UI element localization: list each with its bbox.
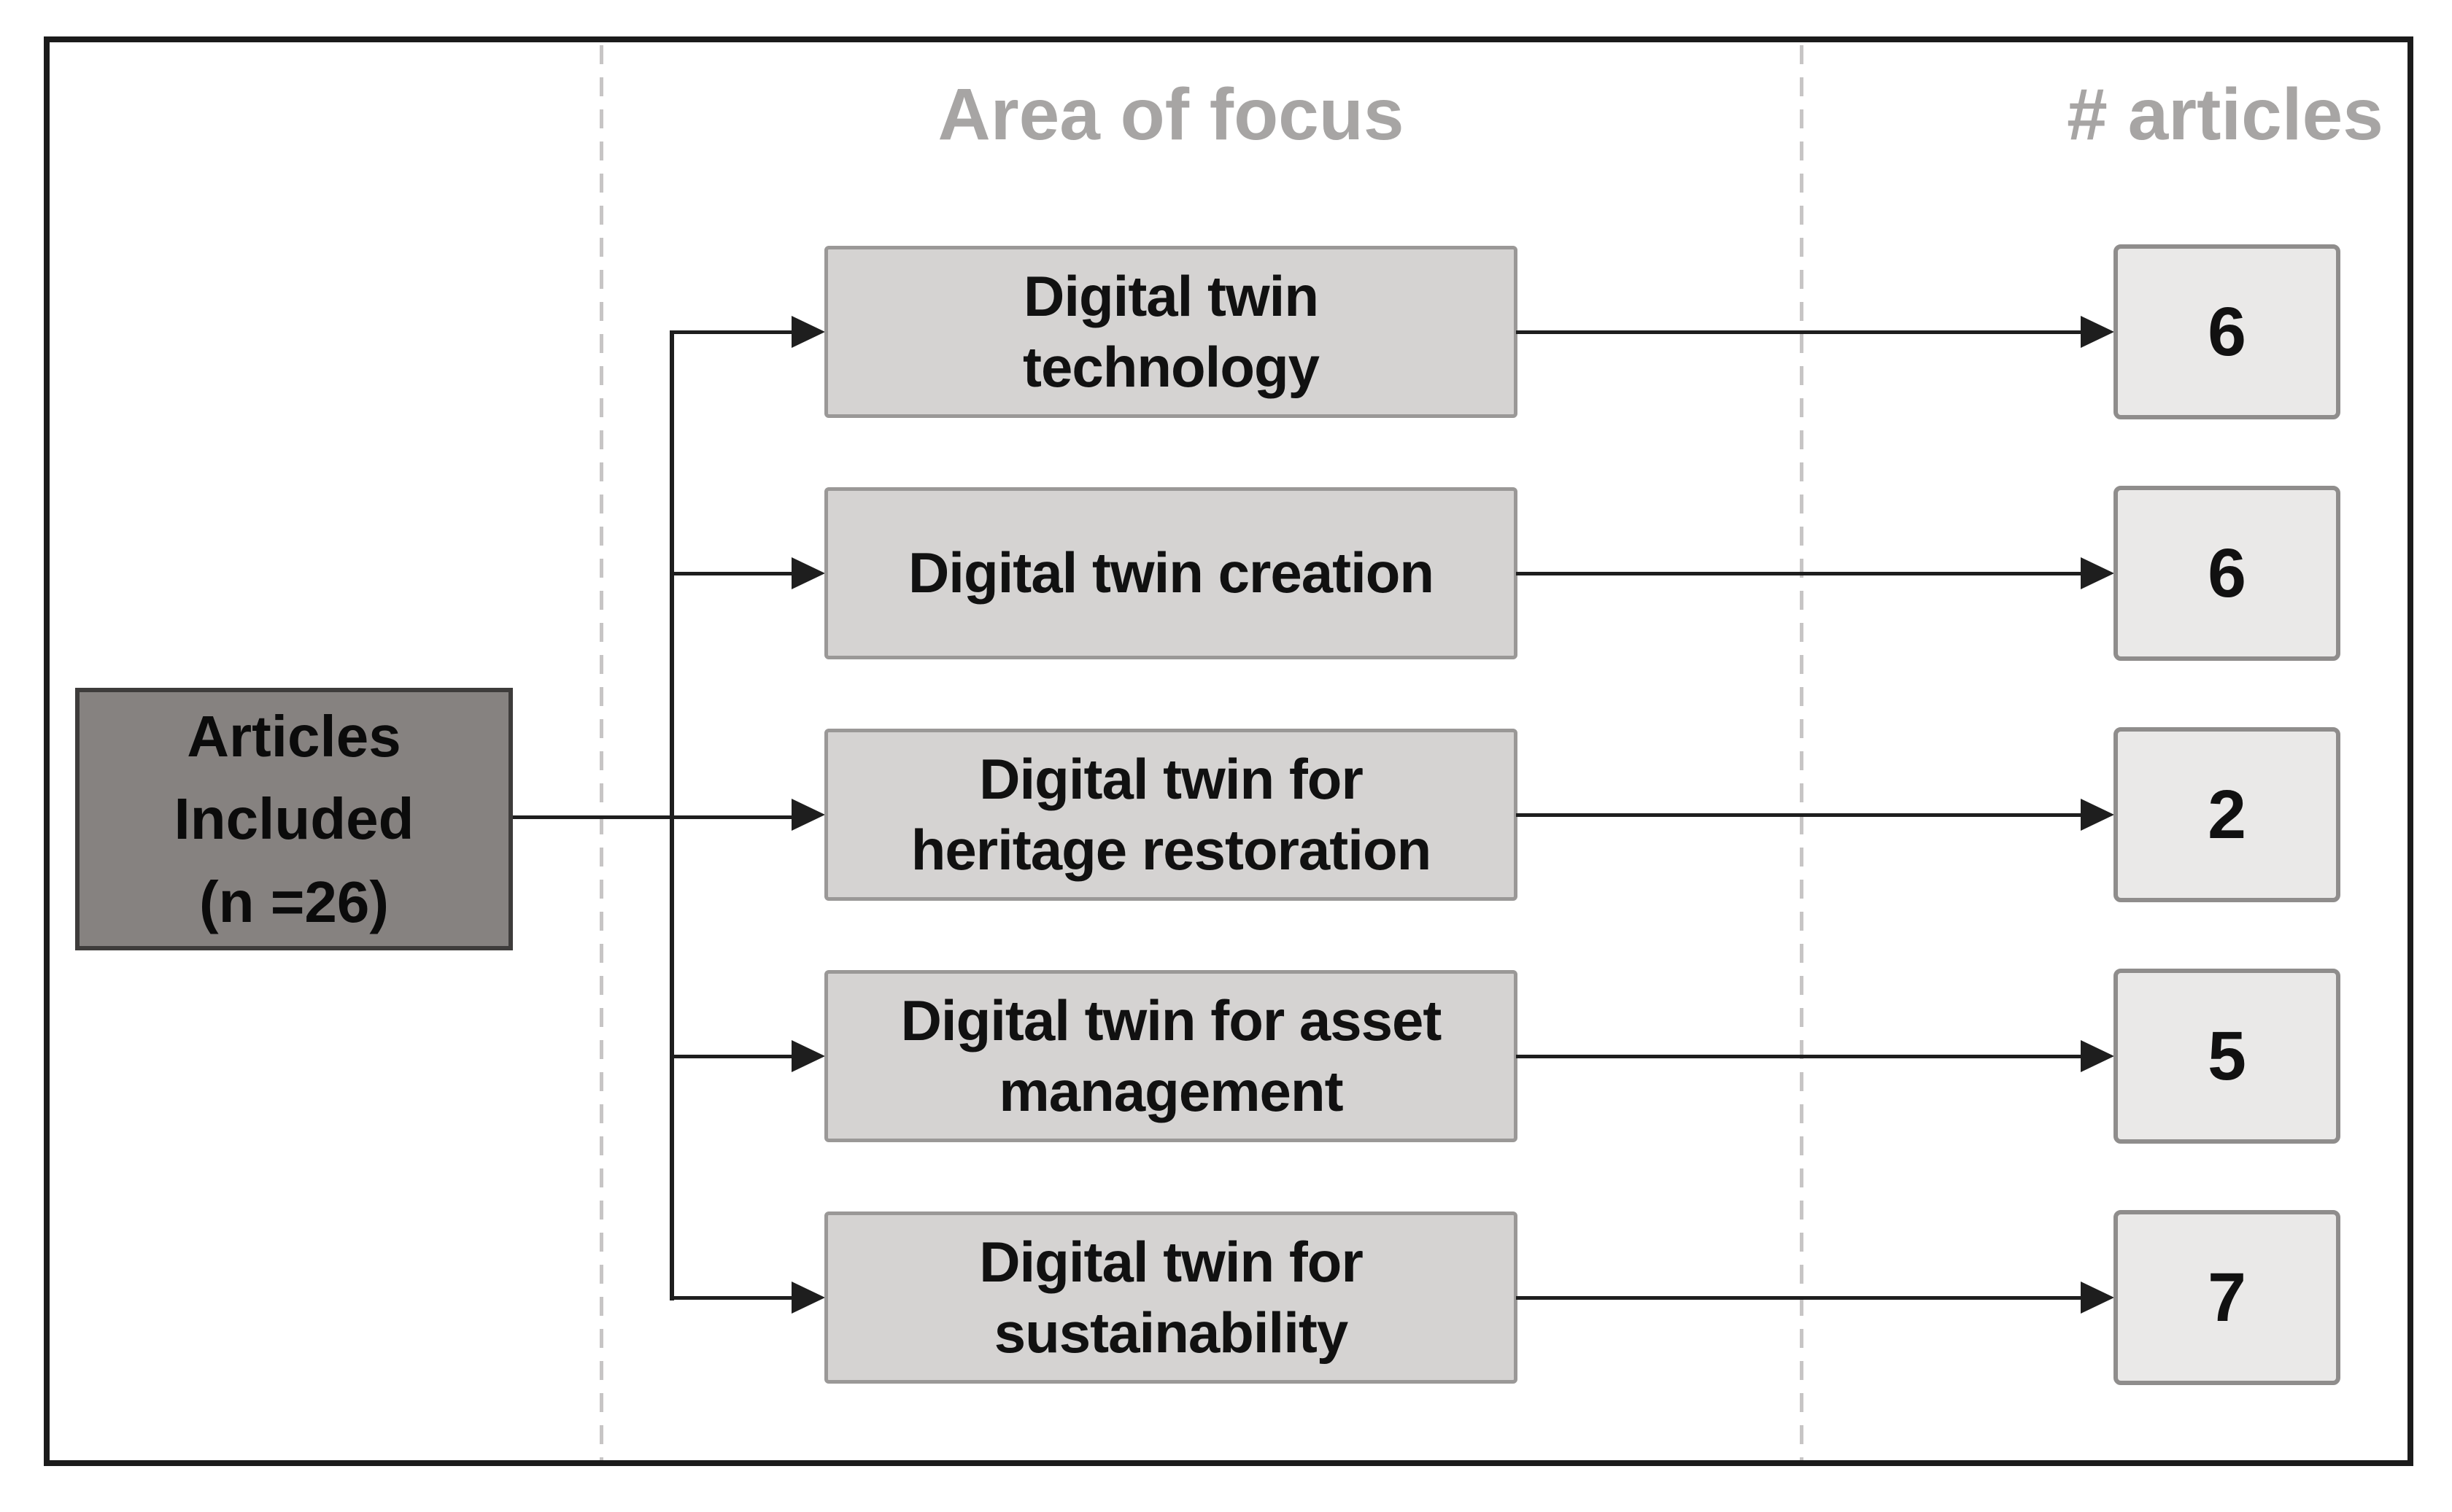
column-divider-right — [1800, 45, 1803, 1460]
branch-connector-line — [671, 330, 794, 334]
focus-node-box: Digital twin creation — [824, 487, 1517, 659]
arrowhead-icon — [792, 799, 825, 831]
arrowhead-icon — [2081, 557, 2114, 589]
branch-connector-line — [671, 1055, 794, 1058]
count-value: 6 — [2208, 292, 2246, 371]
count-box: 6 — [2113, 244, 2340, 419]
count-value: 6 — [2208, 534, 2246, 612]
articles-included-box: Articles Included (n =26) — [75, 688, 513, 950]
count-connector-line — [1516, 572, 2083, 575]
focus-node-label: Digital twin technology — [1022, 263, 1320, 400]
focus-node-box: Digital twin for sustainability — [824, 1211, 1517, 1384]
count-value: 7 — [2208, 1258, 2246, 1336]
column-divider-left — [600, 45, 603, 1460]
branch-connector-line — [671, 1296, 794, 1300]
count-box: 6 — [2113, 486, 2340, 661]
focus-node-box: Digital twin technology — [824, 246, 1517, 418]
focus-node-box: Digital twin for asset management — [824, 970, 1517, 1142]
branch-connector-line — [671, 572, 794, 575]
arrowhead-icon — [2081, 1282, 2114, 1314]
count-box: 7 — [2113, 1210, 2340, 1385]
count-value: 2 — [2208, 775, 2246, 853]
count-connector-line — [1516, 330, 2083, 334]
count-box: 5 — [2113, 969, 2340, 1144]
focus-node-label: Digital twin creation — [908, 540, 1434, 605]
count-connector-line — [1516, 813, 2083, 817]
arrowhead-icon — [792, 557, 825, 589]
focus-node-label: Digital twin for sustainability — [979, 1229, 1364, 1365]
count-value: 5 — [2208, 1017, 2246, 1095]
arrowhead-icon — [2081, 799, 2114, 831]
arrowhead-icon — [792, 1282, 825, 1314]
count-box: 2 — [2113, 727, 2340, 902]
arrowhead-icon — [792, 1040, 825, 1072]
focus-node-label: Digital twin for heritage restoration — [910, 746, 1432, 883]
trunk-connector-line — [670, 330, 674, 1300]
column-header-area-of-focus: Area of focus — [937, 74, 1404, 155]
column-header-num-articles: # articles — [2067, 74, 2383, 155]
arrowhead-icon — [792, 316, 825, 348]
count-connector-line — [1516, 1296, 2083, 1300]
focus-node-box: Digital twin for heritage restoration — [824, 729, 1517, 901]
source-connector-line — [513, 815, 794, 819]
arrowhead-icon — [2081, 1040, 2114, 1072]
diagram-frame — [44, 36, 2413, 1466]
articles-included-label: Articles Included (n =26) — [174, 703, 414, 934]
focus-node-label: Digital twin for asset management — [900, 988, 1442, 1124]
count-connector-line — [1516, 1055, 2083, 1058]
arrowhead-icon — [2081, 316, 2114, 348]
